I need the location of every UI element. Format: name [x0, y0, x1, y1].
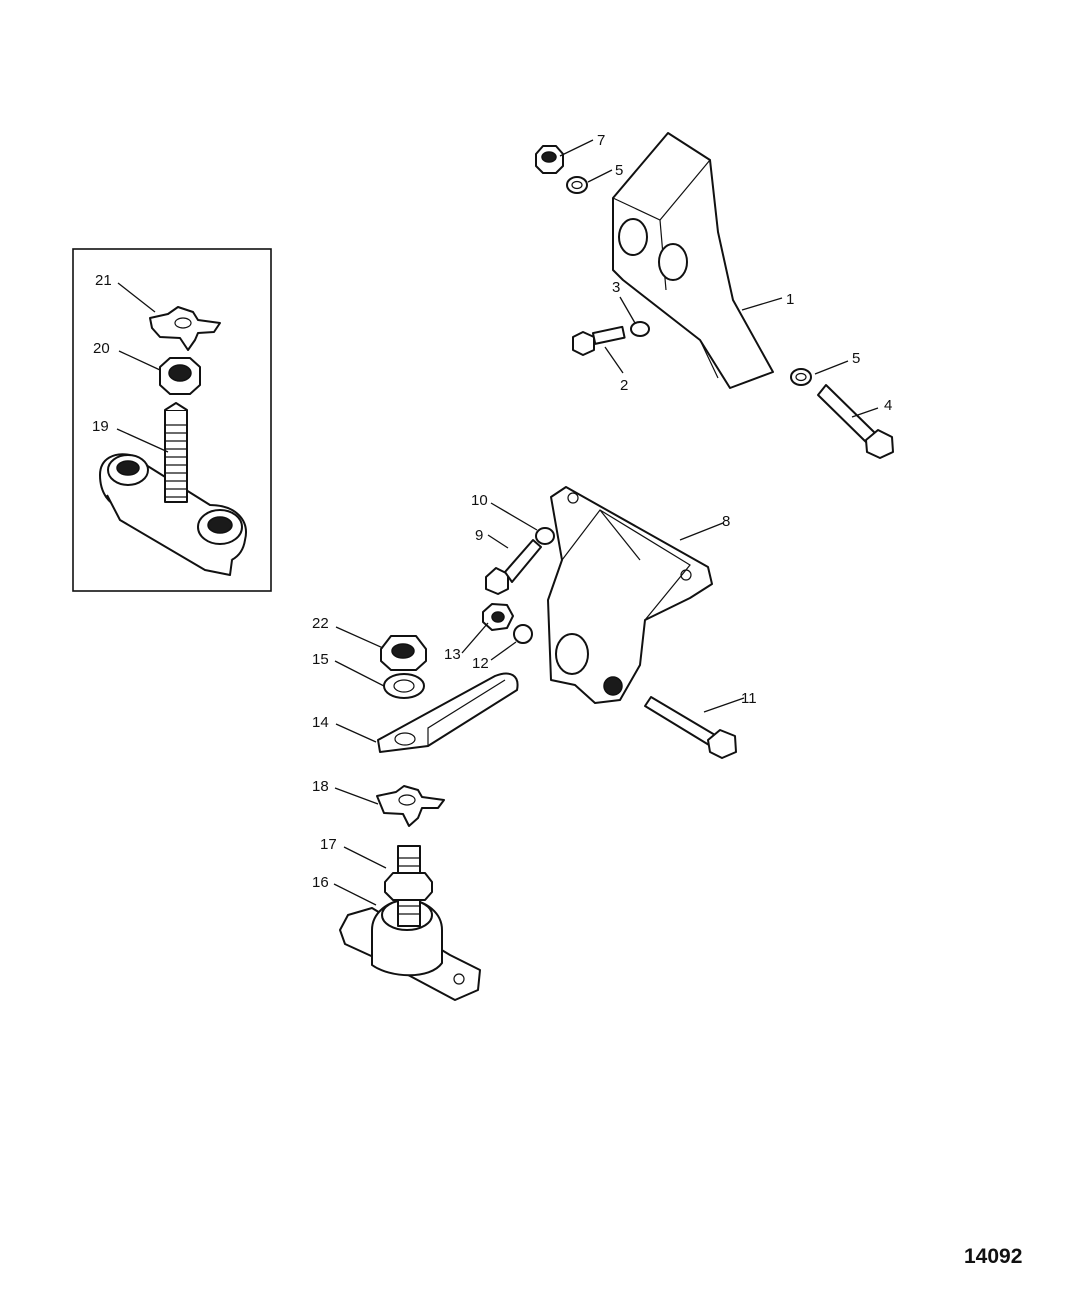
- part-22-nut: [380, 635, 427, 671]
- part-12-washer: [513, 624, 533, 644]
- callout-4: 4: [884, 397, 892, 414]
- callout-22: 22: [312, 615, 329, 632]
- part-17-stud: [384, 845, 433, 927]
- callout-11: 11: [741, 690, 757, 707]
- part-14-link: [377, 672, 519, 753]
- part-1-bracket: [612, 132, 774, 389]
- callout-17: 17: [320, 836, 337, 853]
- callout-13: 13: [444, 646, 461, 663]
- part-21-clip: [149, 306, 221, 351]
- inset-frame: [72, 248, 272, 592]
- callout-14: 14: [312, 714, 329, 731]
- part-11-bolt: [644, 696, 737, 759]
- callout-16: 16: [312, 874, 329, 891]
- part-20-nut: [159, 357, 201, 395]
- callout-2: 2: [620, 377, 628, 394]
- part-5-washer-right: [790, 368, 812, 386]
- callout-5: 5: [615, 162, 623, 179]
- callout-8: 8: [722, 513, 730, 530]
- callout-19: 19: [92, 418, 109, 435]
- callout-20: 20: [93, 340, 110, 357]
- part-7-nut: [535, 145, 564, 174]
- callout-5: 5: [852, 350, 860, 367]
- part-19-mount: [99, 402, 247, 576]
- callout-10: 10: [471, 492, 488, 509]
- part-9-bolt: [485, 539, 542, 595]
- part-3-washer: [630, 321, 650, 337]
- part-2-bolt: [572, 325, 626, 356]
- part-15-washer: [383, 673, 425, 699]
- part-8-bracket: [547, 486, 713, 704]
- callout-labels: 7 5 1 3 2 5 4 21 20 19 10 8 9 22 13 12 1…: [92, 132, 892, 891]
- part-18-clip: [376, 785, 445, 827]
- part-10-washer: [535, 527, 555, 545]
- figure-number: 14092: [964, 1245, 1022, 1268]
- part-4-bolt: [817, 384, 894, 459]
- callout-3: 3: [612, 279, 620, 296]
- callout-1: 1: [786, 291, 794, 308]
- callout-15: 15: [312, 651, 329, 668]
- part-13-nut: [482, 603, 514, 631]
- callout-18: 18: [312, 778, 329, 795]
- leader-lines: [116, 139, 879, 906]
- callout-9: 9: [475, 527, 483, 544]
- part-5-washer-top: [566, 176, 588, 194]
- callout-21: 21: [95, 272, 112, 289]
- callout-7: 7: [597, 132, 605, 149]
- callout-12: 12: [472, 655, 489, 672]
